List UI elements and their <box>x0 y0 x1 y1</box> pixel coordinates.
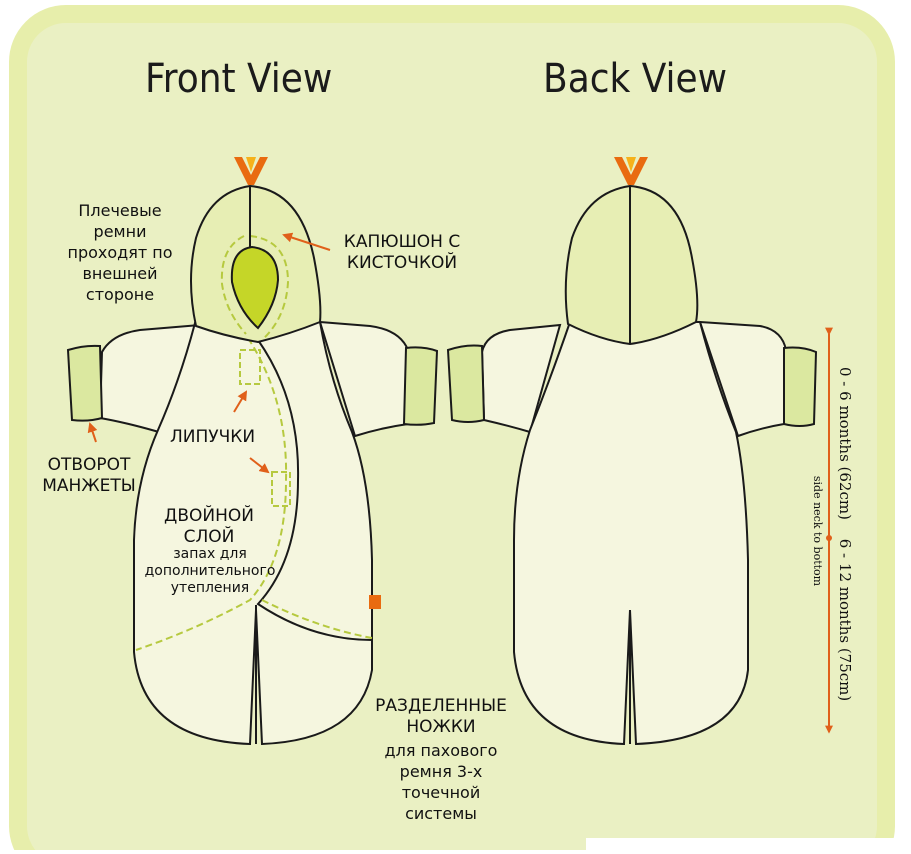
front-dashed-wrap <box>135 337 288 651</box>
front-tassel-icon <box>234 157 268 185</box>
back-right-cuff <box>783 346 818 427</box>
back-suit <box>446 157 818 746</box>
back-body <box>513 321 749 746</box>
front-right-cuff <box>402 346 439 426</box>
cuff-arrow-icon <box>87 422 98 443</box>
hood-line-1: КАПЮШОН С <box>343 232 461 252</box>
harness-line-2: ремня 3-х <box>399 762 483 781</box>
back-view-title: Back View <box>543 56 728 102</box>
harness-label: для пахового ремня 3-х точечной системы <box>370 740 512 824</box>
shoulder-line-5: стороне <box>85 285 155 304</box>
velcro-arrow-right-icon <box>249 457 270 474</box>
cuff-line-1: ОТВОРОТ <box>47 455 131 475</box>
wrap-label: запах для дополнительного утепления <box>140 546 280 597</box>
split-legs-line-1: РАЗДЕЛЕННЫЕ <box>375 696 507 716</box>
shoulder-line-1: Плечевые <box>78 201 162 220</box>
shoulder-line-3: проходят по <box>67 243 173 262</box>
front-wrap-flap <box>256 339 373 641</box>
wrap-line-1: запах для <box>173 546 247 562</box>
double-layer-label: ДВОЙНОЙ СЛОЙ <box>152 506 266 548</box>
split-legs-label: РАЗДЕЛЕННЫЕ НОЖКИ <box>362 696 520 738</box>
front-suit <box>66 157 439 746</box>
hood-arrow-icon <box>282 232 331 251</box>
double-layer-line-1: ДВОЙНОЙ <box>164 506 254 526</box>
velcro-arrow-up-icon <box>233 390 248 413</box>
front-dashed-hem <box>261 599 373 639</box>
velcro-tab-1 <box>239 349 261 385</box>
wrap-line-3: утепления <box>170 580 250 596</box>
measure-label: side neck to bottom <box>811 475 824 587</box>
velcro-tab-2 <box>271 471 291 507</box>
size-large-label: 6 - 12 months (75cm) <box>836 538 854 702</box>
wrap-line-2: дополнительного <box>144 563 276 579</box>
front-view-title: Front View <box>145 56 333 102</box>
shoulder-line-4: внешней <box>82 264 158 283</box>
harness-line-3: точечной <box>401 783 481 802</box>
cuff-label: ОТВОРОТ МАНЖЕТЫ <box>36 455 142 497</box>
front-hood-dashed <box>220 235 290 341</box>
front-orange-tag <box>369 595 381 609</box>
measure-mid-dot <box>826 535 832 541</box>
size-small-label: 0 - 6 months (62cm) <box>836 367 854 520</box>
velcro-label: ЛИПУЧКИ <box>170 427 256 447</box>
split-legs-line-2: НОЖКИ <box>406 717 476 737</box>
cuff-line-2: МАНЖЕТЫ <box>42 476 136 496</box>
shoulder-straps-label: Плечевые ремни проходят по внешней сторо… <box>60 200 180 305</box>
back-left-cuff <box>446 344 486 423</box>
double-layer-line-2: СЛОЙ <box>183 527 235 547</box>
shoulder-line-2: ремни <box>93 222 147 241</box>
front-hood-lining <box>230 245 280 330</box>
harness-line-4: системы <box>405 804 477 823</box>
front-left-cuff <box>66 344 104 422</box>
harness-line-1: для пахового <box>384 741 498 760</box>
front-body <box>133 320 373 746</box>
hood-label: КАПЮШОН С КИСТОЧКОЙ <box>336 232 468 274</box>
back-tassel-icon <box>614 157 648 185</box>
hood-line-2: КИСТОЧКОЙ <box>346 253 458 273</box>
